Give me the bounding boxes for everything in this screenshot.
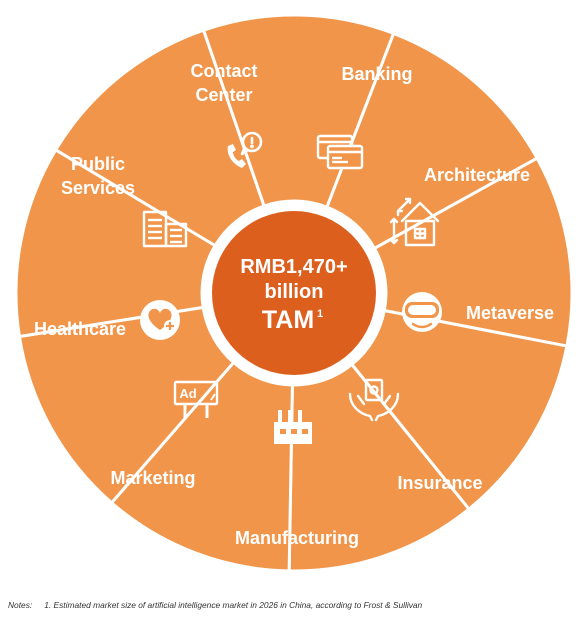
segment-label-contact-center-line1: Contact: [191, 61, 258, 81]
factory-icon: [274, 410, 312, 444]
center-unit: billion: [265, 281, 324, 303]
center-value: RMB1,470+: [240, 256, 347, 278]
segment-label-healthcare: Healthcare: [34, 319, 126, 339]
heart-plus-icon: [140, 300, 180, 340]
footnote: Notes: 1. Estimated market size of artifi…: [8, 600, 583, 610]
segment-label-public-services-line2: Services: [61, 178, 135, 198]
segment-label-architecture: Architecture: [424, 165, 530, 185]
phone-alert-icon: [227, 131, 263, 168]
house-dimensions-icon: [389, 197, 440, 247]
footnote-prefix: Notes:: [8, 600, 33, 610]
credit-card-icon: [316, 134, 364, 170]
segment-label-insurance: Insurance: [397, 473, 482, 493]
vr-headset-icon: [402, 292, 442, 332]
segment-label-public-services-line1: Public: [71, 154, 125, 174]
segment-label-manufacturing: Manufacturing: [235, 528, 359, 548]
segment-label-contact-center-line2: Center: [195, 85, 252, 105]
billboard-ad-text: Ad: [179, 386, 196, 401]
segment-label-metaverse: Metaverse: [466, 303, 554, 323]
center-tam-label: TAM: [262, 306, 314, 334]
center-footnote-marker: 1: [317, 308, 323, 320]
center-circle: [212, 211, 376, 375]
segment-label-banking: Banking: [341, 64, 412, 84]
segment-label-marketing: Marketing: [110, 468, 195, 488]
footnote-text: 1. Estimated market size of artificial i…: [44, 600, 423, 610]
billboard-ad-icon: Ad: [173, 380, 219, 418]
hands-document-icon: [348, 378, 400, 422]
building-icon: [142, 210, 188, 248]
industry-wheel-diagram: RMB1,470+ billion TAM 1 Contact Center B…: [14, 13, 574, 573]
